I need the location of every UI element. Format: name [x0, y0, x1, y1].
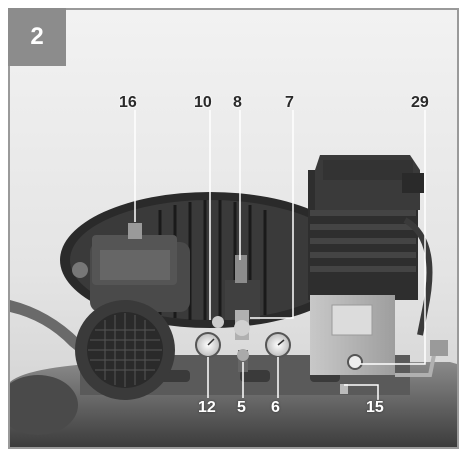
callout-6: 6: [271, 399, 280, 416]
callout-10: 10: [194, 94, 212, 111]
callout-7: 7: [285, 94, 294, 111]
discharge-pipe: [395, 349, 437, 377]
callout-16: 16: [119, 94, 137, 111]
crankcase-window: [331, 304, 373, 336]
callout-15: 15: [366, 399, 384, 416]
callout-5: 5: [237, 399, 246, 416]
photo-frame: [8, 8, 459, 449]
leader-29: [360, 110, 426, 365]
frame-top-strip: [66, 8, 459, 10]
tank-end: [10, 375, 78, 435]
figure-number-badge: 2: [8, 8, 66, 66]
regulator-stem: [235, 255, 247, 283]
base-slot-2: [240, 370, 270, 382]
pressure-switch-knob: [128, 223, 142, 239]
air-filter-cap: [402, 173, 424, 193]
safety-valve: [212, 316, 224, 328]
callout-29: 29: [411, 94, 429, 111]
callout-12: 12: [198, 399, 216, 416]
callout-8: 8: [233, 94, 242, 111]
motor-fan-mesh: [88, 313, 162, 387]
oil-sight-glass: [347, 354, 363, 370]
check-valve: [430, 340, 448, 356]
air-filter: [323, 160, 413, 180]
guard-bolt: [72, 262, 88, 278]
fins: [310, 210, 416, 272]
handle-bar: [10, 300, 86, 354]
switch-box-front: [100, 250, 170, 280]
compressor-photo: [10, 10, 457, 447]
pressure-pipe: [403, 217, 433, 336]
leader-7: [250, 110, 294, 319]
leader-15: [344, 384, 379, 400]
quick-coupling-head: [237, 349, 249, 361]
leader-lines: [134, 110, 426, 400]
drain-screw: [340, 384, 348, 394]
regulator-knob: [234, 320, 250, 336]
